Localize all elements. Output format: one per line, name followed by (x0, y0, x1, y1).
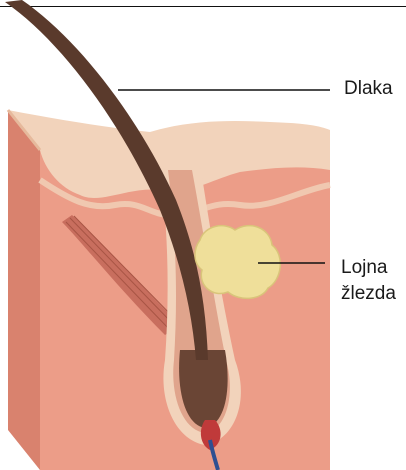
sebaceous-gland-label-line2: žlezda (341, 281, 396, 307)
sebaceous-gland-icon (195, 226, 280, 299)
dermis-side-face (8, 110, 40, 470)
hair-label: Dlaka (344, 76, 393, 102)
sebaceous-gland-label-line1: Lojna (341, 255, 396, 281)
sebaceous-gland-label: Lojna žlezda (341, 255, 396, 307)
